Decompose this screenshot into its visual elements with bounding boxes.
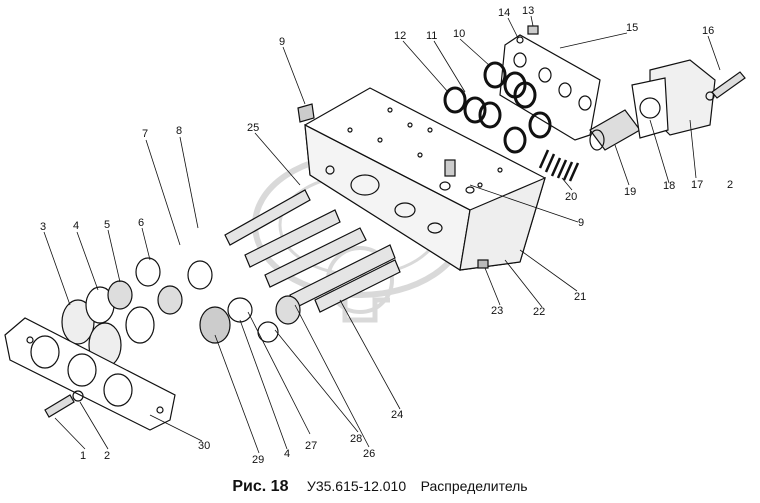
callout-7: 7 <box>142 128 149 140</box>
spools <box>224 189 401 313</box>
left-cover-plate <box>4 317 176 431</box>
callout-19: 19 <box>624 186 637 198</box>
distributor-drawing <box>4 15 746 454</box>
figure-number: Рис. 18 <box>232 478 289 495</box>
callout-4: 4 <box>73 220 80 232</box>
callout-27: 27 <box>305 440 318 452</box>
piston-part <box>589 109 641 151</box>
callout-8: 8 <box>176 125 183 137</box>
callout-20: 20 <box>565 191 578 203</box>
callout-10: 10 <box>453 28 466 40</box>
bolt-right <box>705 71 746 101</box>
callout-28: 28 <box>350 433 363 445</box>
callout-13: 13 <box>522 5 535 17</box>
callout-16: 16 <box>702 25 715 37</box>
callout-12: 12 <box>394 30 407 42</box>
callout-11: 11 <box>426 30 438 42</box>
end-housing <box>631 59 716 139</box>
callout-21: 21 <box>574 291 587 303</box>
callout-29: 29 <box>252 454 265 466</box>
right-cover-plate <box>499 34 601 141</box>
callout-17: 17 <box>691 179 704 191</box>
callout-5: 5 <box>104 219 111 231</box>
callout-23: 23 <box>491 305 504 317</box>
callout-9: 9 <box>279 36 286 48</box>
small-fasteners <box>297 25 539 269</box>
part-code: У35.615-12.010 <box>306 478 407 494</box>
callout-30: 30 <box>198 440 211 452</box>
bolt-left <box>44 390 84 418</box>
callout-4: 4 <box>284 448 291 460</box>
callout-9: 9 <box>578 217 585 229</box>
valve-body <box>304 87 546 271</box>
callout-2: 2 <box>104 450 111 462</box>
callout-2: 2 <box>727 179 734 191</box>
figure-caption: Рис. 18 У35.615-12.010 Распределитель <box>0 478 760 496</box>
seal-rings <box>443 61 552 154</box>
spring <box>538 149 580 182</box>
callout-22: 22 <box>533 306 546 318</box>
callout-26: 26 <box>363 448 376 460</box>
callout-3: 3 <box>40 221 47 233</box>
callout-6: 6 <box>138 217 145 229</box>
figure-title: Распределитель <box>420 478 528 494</box>
callout-25: 25 <box>247 122 260 134</box>
left-caps <box>61 257 301 368</box>
callout-18: 18 <box>663 180 676 192</box>
callout-15: 15 <box>626 22 639 34</box>
callout-14: 14 <box>498 7 511 19</box>
callout-1: 1 <box>80 450 87 462</box>
leader-lines <box>43 15 721 454</box>
callout-24: 24 <box>391 409 404 421</box>
